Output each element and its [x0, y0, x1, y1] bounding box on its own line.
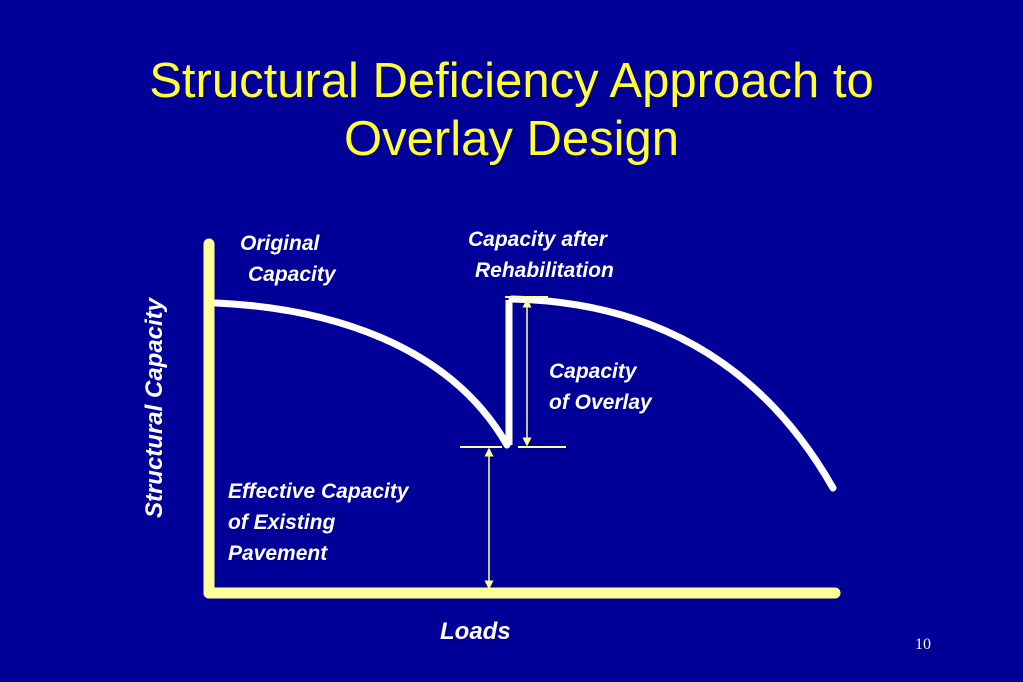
title-line-2: Overlay Design — [344, 112, 679, 166]
effective-capacity-label: Effective Capacity of Existing Pavement — [228, 476, 409, 569]
effective-capacity-line-3: Pavement — [228, 542, 328, 565]
original-capacity-line-2: Capacity — [248, 263, 336, 286]
title-line-1: Structural Deficiency Approach to — [149, 54, 874, 108]
capacity-after-rehab-line-1: Capacity after — [468, 228, 607, 251]
effective-capacity-line-2: of Existing — [228, 511, 336, 534]
slide-title: Structural Deficiency Approach to Overla… — [0, 52, 1023, 168]
original-capacity-line-1: Original — [240, 232, 320, 255]
capacity-of-overlay-line-2: of Overlay — [549, 391, 652, 414]
capacity-of-overlay-line-1: Capacity — [549, 360, 637, 383]
capacity-after-rehab-line-2: Rehabilitation — [475, 259, 614, 282]
capacity-after-rehab-label: Capacity after Rehabilitation — [468, 224, 614, 286]
x-axis-label: Loads — [440, 618, 511, 645]
page-number: 10 — [915, 636, 931, 653]
original-capacity-label: Original Capacity — [240, 228, 336, 290]
original-capacity-curve — [212, 299, 511, 449]
capacity-of-overlay-label: Capacity of Overlay — [549, 356, 652, 418]
effective-capacity-line-1: Effective Capacity — [228, 480, 409, 503]
rehabilitated-capacity-curve — [508, 295, 837, 492]
y-axis-label: Structural Capacity — [141, 297, 168, 519]
